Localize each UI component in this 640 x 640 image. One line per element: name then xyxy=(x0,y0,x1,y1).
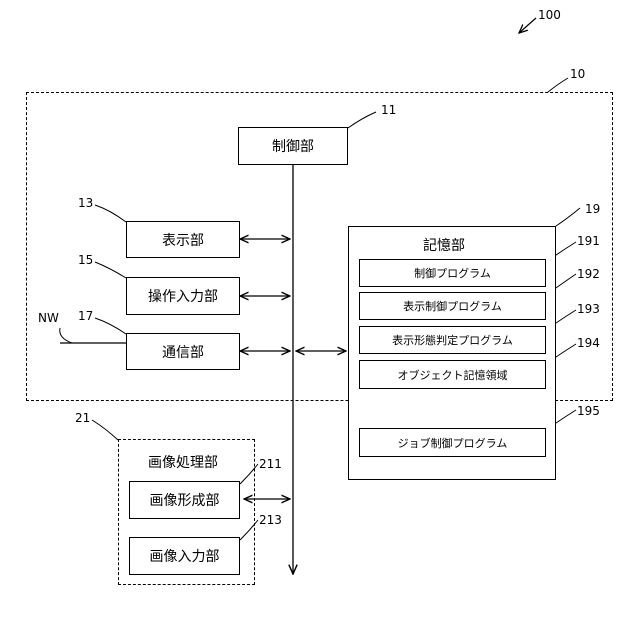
image-processing-unit-label: 画像処理部 xyxy=(148,452,218,472)
program-ref: 191 xyxy=(577,234,600,248)
device-ref: 10 xyxy=(570,67,585,81)
image-forming-unit-ref: 211 xyxy=(259,457,282,471)
program-ref: 194 xyxy=(577,336,600,350)
image-forming-unit-label: 画像形成部 xyxy=(150,490,220,510)
operation-input-unit-box: 操作入力部 xyxy=(126,277,240,315)
figure-number: 100 xyxy=(538,8,561,22)
program-box-control: 制御プログラム xyxy=(359,259,546,287)
program-ref: 195 xyxy=(577,404,600,418)
display-unit-ref: 13 xyxy=(78,196,93,210)
program-ref: 192 xyxy=(577,267,600,281)
image-input-unit-box: 画像入力部 xyxy=(129,537,240,575)
leader-21 xyxy=(92,420,118,440)
network-label: NW xyxy=(38,311,59,325)
program-label: 表示制御プログラム xyxy=(403,298,502,314)
control-unit-box: 制御部 xyxy=(238,127,348,165)
control-unit-ref: 11 xyxy=(381,103,396,117)
image-forming-unit-box: 画像形成部 xyxy=(129,481,240,519)
communication-unit-ref: 17 xyxy=(78,309,93,323)
program-label: 制御プログラム xyxy=(414,265,491,281)
control-unit-label: 制御部 xyxy=(272,136,314,156)
image-processing-unit-ref: 21 xyxy=(75,411,90,425)
program-box-object-storage: オブジェクト記憶領域 xyxy=(359,360,546,389)
communication-unit-box: 通信部 xyxy=(126,333,240,370)
program-box-display-mode: 表示形態判定プログラム xyxy=(359,326,546,354)
display-unit-box: 表示部 xyxy=(126,221,240,258)
program-label: 表示形態判定プログラム xyxy=(392,332,513,348)
storage-unit-label: 記憶部 xyxy=(423,235,465,255)
leader-10 xyxy=(548,78,568,92)
operation-input-unit-label: 操作入力部 xyxy=(148,286,218,306)
program-label: オブジェクト記憶領域 xyxy=(398,367,508,383)
operation-input-unit-ref: 15 xyxy=(78,253,93,267)
storage-unit-ref: 19 xyxy=(585,202,600,216)
program-label: ジョブ制御プログラム xyxy=(398,435,508,451)
image-input-unit-ref: 213 xyxy=(259,513,282,527)
figure-pointer-arrow xyxy=(519,18,536,33)
program-ref: 193 xyxy=(577,302,600,316)
communication-unit-label: 通信部 xyxy=(162,342,204,362)
program-box-display-control: 表示制御プログラム xyxy=(359,292,546,320)
display-unit-label: 表示部 xyxy=(162,230,204,250)
program-box-job-control: ジョブ制御プログラム xyxy=(359,428,546,457)
image-input-unit-label: 画像入力部 xyxy=(150,546,220,566)
